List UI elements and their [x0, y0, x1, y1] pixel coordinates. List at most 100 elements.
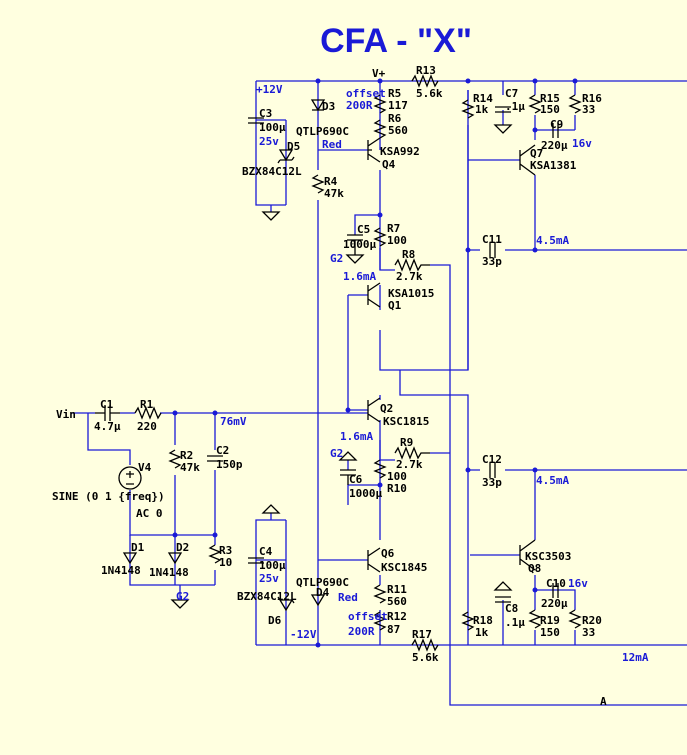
plus12v-label: +12V — [256, 83, 283, 96]
diode-d2 — [167, 552, 183, 565]
capacitor-c10 — [552, 583, 559, 598]
transistor-q4 — [367, 137, 381, 163]
c9-value: 220µ — [541, 139, 568, 152]
resistor-r13 — [411, 74, 439, 88]
c3-value: 100µ — [259, 121, 286, 134]
r13-name: R13 — [416, 64, 436, 77]
v4-name: V4 — [138, 461, 152, 474]
transistor-q8 — [519, 539, 536, 571]
offset-label-b: offset — [348, 610, 388, 623]
d2-name: D2 — [176, 541, 189, 554]
q1-value: KSA1015 — [388, 287, 434, 300]
resistor-r11 — [373, 584, 387, 604]
ground-5 — [170, 599, 190, 609]
capacitor-c12 — [489, 462, 496, 478]
r18-name: R18 — [473, 614, 493, 627]
net-labels: V+ Vin +12V -12V G2 G2 G2 A 76mV 1.6mA 1… — [56, 67, 649, 708]
ground-3 — [338, 451, 358, 461]
r20-name: R20 — [582, 614, 602, 627]
current-1-6ma-a: 1.6mA — [343, 270, 376, 283]
resistor-r16 — [568, 94, 582, 114]
transistor-q2 — [367, 397, 381, 423]
schematic-title: CFA - "X" — [320, 22, 472, 60]
r13-value: 5.6k — [416, 87, 443, 100]
trim-200r-a: 200R — [346, 99, 373, 112]
r19-value: 150 — [540, 626, 560, 639]
r14-name: R14 — [473, 92, 493, 105]
c10-name: C10 — [546, 577, 566, 590]
q4-name: Q4 — [382, 158, 396, 171]
capacitor-c2 — [207, 455, 223, 462]
capacitor-c11 — [489, 242, 496, 258]
transistor-q6 — [367, 547, 381, 573]
offset-label-a: offset — [346, 87, 386, 100]
source-v4 — [118, 466, 142, 490]
c4-value: 100µ — [259, 559, 286, 572]
voltage-16v-b: 16v — [568, 577, 588, 590]
r11-value: 560 — [387, 595, 407, 608]
r12-name: R12 — [387, 610, 407, 623]
c1-value: 4.7µ — [94, 420, 121, 433]
resistor-r1 — [134, 406, 162, 420]
r11-name: R11 — [387, 583, 407, 596]
vin-label: Vin — [56, 408, 76, 421]
r4-name: R4 — [324, 175, 338, 188]
r3-name: R3 — [219, 544, 232, 557]
capacitor-c5 — [347, 234, 363, 255]
c5-value: 1000µ — [343, 238, 376, 251]
d6-name: D6 — [268, 614, 282, 627]
v4-value: SINE (0 1 {freq}) — [52, 490, 165, 503]
vplus-label: V+ — [372, 67, 386, 80]
d3-value: QTLP690C — [296, 125, 349, 138]
c1-name: C1 — [100, 398, 114, 411]
resistor-r14 — [461, 99, 475, 119]
c9-name: C9 — [550, 118, 563, 131]
q7-name: Q7 — [530, 147, 543, 160]
d3-name: D3 — [322, 100, 335, 113]
ground-4 — [493, 124, 513, 134]
d4-value: QTLP690C — [296, 576, 349, 589]
r6-value: 560 — [388, 124, 408, 137]
c6-value: 1000µ — [349, 487, 382, 500]
q8-value: KSC3503 — [525, 550, 571, 563]
voltage-25v-a: 25v — [259, 135, 279, 148]
output-a-label: A — [600, 695, 607, 708]
d5-name: D5 — [287, 140, 300, 153]
d1-value: 1N4148 — [101, 564, 141, 577]
g2-label-b: G2 — [330, 447, 343, 460]
resistor-r8 — [394, 258, 430, 272]
current-4-5ma-a: 4.5mA — [536, 234, 569, 247]
r12-value: 87 — [387, 623, 400, 636]
ground-7 — [493, 581, 513, 591]
q2-name: Q2 — [380, 402, 393, 415]
r17-name: R17 — [412, 628, 432, 641]
r18-value: 1k — [475, 626, 489, 639]
ground-1 — [261, 211, 281, 221]
current-1-6ma-b: 1.6mA — [340, 430, 373, 443]
capacitor-c1 — [95, 405, 120, 421]
r8-value: 2.7k — [396, 270, 423, 283]
resistor-r2 — [168, 449, 182, 469]
g2-label-c: G2 — [176, 590, 189, 603]
d4-name: D4 — [316, 586, 330, 599]
g2-label-a: G2 — [330, 252, 343, 265]
r16-name: R16 — [582, 92, 602, 105]
q1-name: Q1 — [388, 299, 402, 312]
voltage-16v-a: 16v — [572, 137, 592, 150]
r7-value: 100 — [387, 234, 407, 247]
resistor-r18 — [461, 611, 475, 631]
diode-d1 — [122, 552, 138, 565]
minus12v-label: -12V — [290, 628, 317, 641]
c11-name: C11 — [482, 233, 502, 246]
c2-value: 150p — [216, 458, 243, 471]
trim-200r-b: 200R — [348, 625, 375, 638]
c2-name: C2 — [216, 444, 229, 457]
resistor-r6 — [373, 119, 387, 139]
diode-d5 — [277, 149, 295, 164]
resistor-r17 — [411, 638, 439, 652]
resistor-r4 — [311, 174, 325, 194]
r2-name: R2 — [180, 449, 193, 462]
r9-name: R9 — [400, 436, 413, 449]
resistor-r3 — [208, 544, 222, 564]
